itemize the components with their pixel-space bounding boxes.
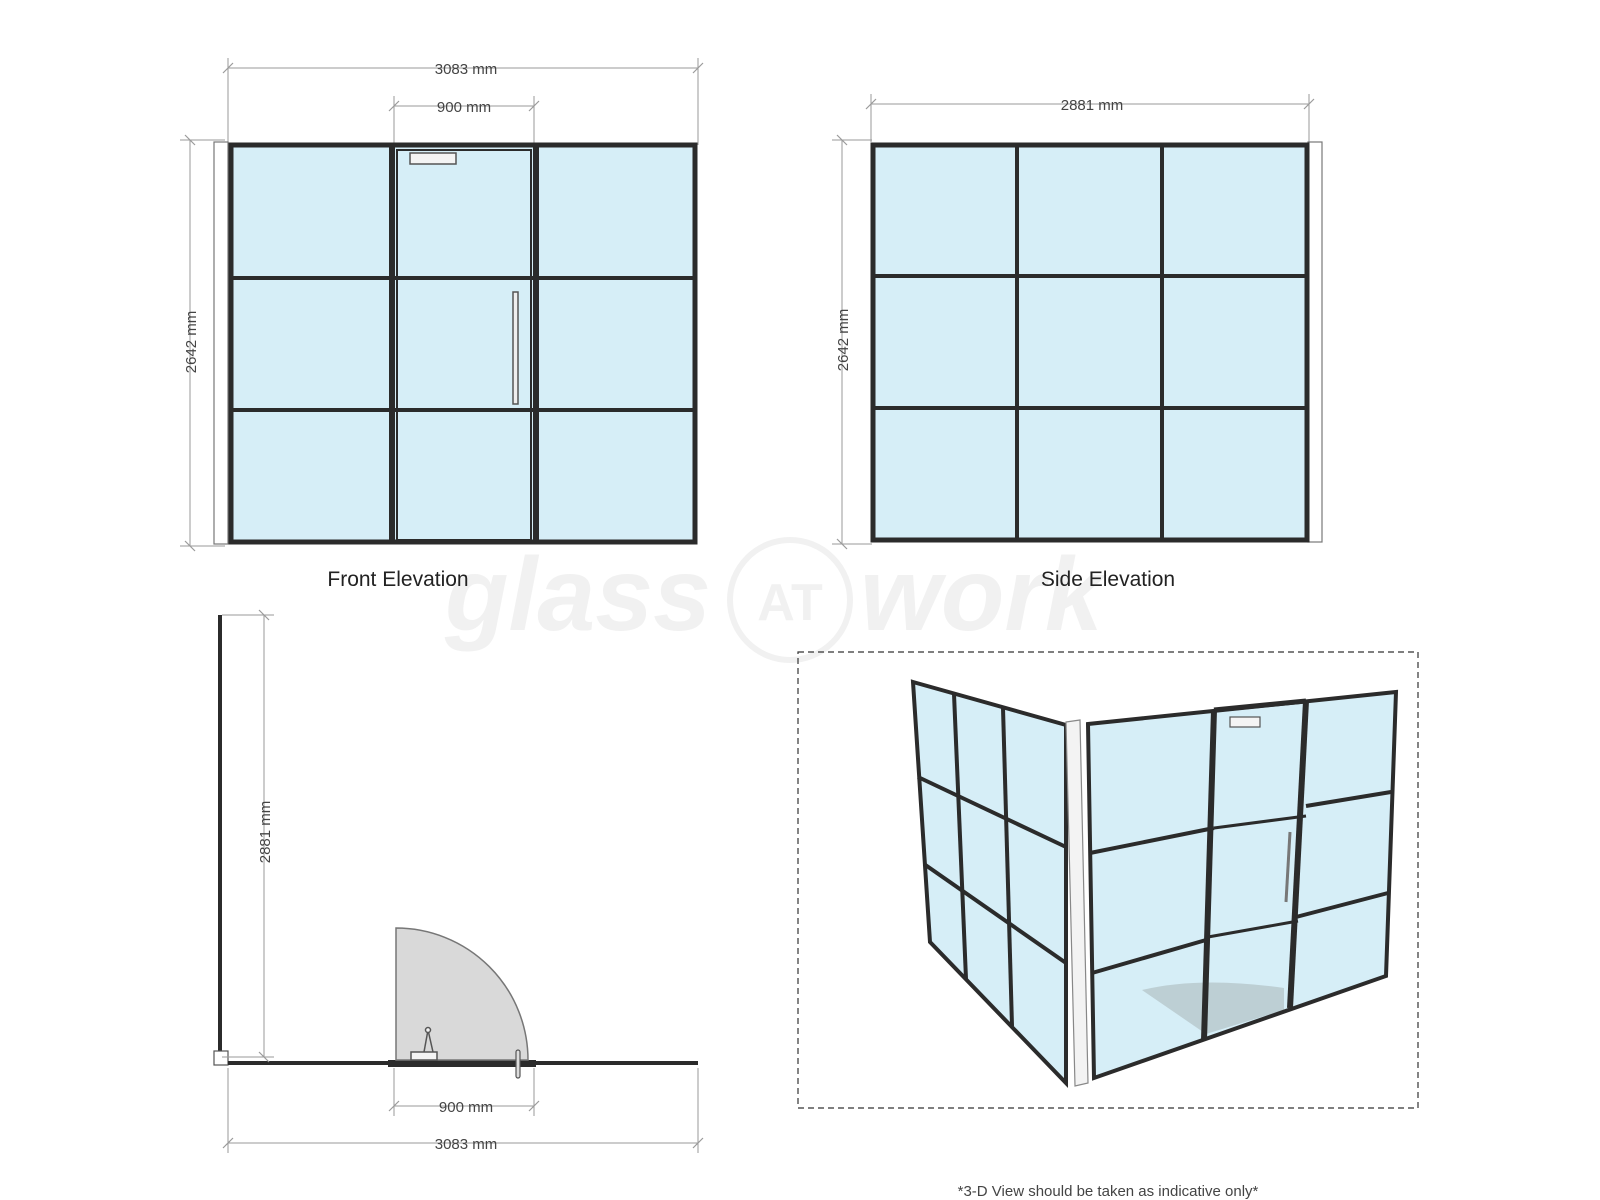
plan-door-closer-icon — [410, 1026, 438, 1061]
front-door-closer — [409, 152, 457, 165]
front-frame — [228, 142, 698, 545]
front-elevation-title: Front Elevation — [327, 568, 468, 591]
plan-view: 2881 mm 900 mm 3083 mm — [213, 609, 704, 1153]
perspective-door-handle — [1284, 831, 1292, 903]
front-door-width-dimension — [388, 96, 540, 145]
side-elevation: 2881 mm 2642 mm Side Elevation — [832, 94, 1323, 591]
front-door-width-label: 900 mm — [437, 99, 491, 116]
perspective-caption: *3-D View should be taken as indicative … — [958, 1183, 1259, 1200]
plan-door-width-label: 900 mm — [439, 1099, 493, 1116]
perspective-side-glass — [913, 682, 1066, 1083]
side-width-dimension — [865, 94, 1315, 142]
side-height-label: 2642 mm — [835, 309, 852, 372]
front-height-dimension — [180, 134, 225, 552]
perspective-front-glass — [1088, 692, 1396, 1078]
side-width-label: 2881 mm — [1061, 97, 1124, 114]
plan-depth-dimension — [222, 609, 274, 1063]
plan-width-label: 3083 mm — [435, 1136, 498, 1153]
perspective-side-frame — [910, 679, 1068, 1088]
plan-width-dimension — [222, 1068, 704, 1153]
perspective-corner-post — [1065, 719, 1089, 1087]
side-frame — [870, 142, 1310, 543]
plan-door-handle — [515, 1049, 521, 1079]
front-door-leaf — [396, 149, 532, 541]
perspective-view: *3-D View should be taken as indicative … — [797, 651, 1419, 1200]
side-elevation-title: Side Elevation — [1041, 568, 1175, 591]
front-width-dimension — [222, 58, 704, 145]
watermark-badge-ring — [727, 537, 853, 663]
plan-depth-label: 2881 mm — [257, 801, 274, 864]
plan-door-swing — [395, 927, 529, 1061]
front-width-label: 3083 mm — [435, 61, 498, 78]
plan-corner-post — [213, 1050, 229, 1066]
watermark-right-text: work — [860, 537, 1108, 653]
front-door-handle — [512, 291, 519, 405]
side-height-dimension — [832, 134, 872, 550]
watermark-badge-text: AT — [757, 574, 823, 632]
plan-door-width-dimension — [388, 1068, 540, 1116]
perspective-dashed-border — [797, 651, 1419, 1109]
perspective-door-closer — [1229, 716, 1261, 728]
front-wall-stub — [213, 141, 229, 545]
watermark-left-text: glass — [444, 537, 711, 653]
plan-door-threshold — [388, 1060, 536, 1067]
perspective-door-shadow — [1142, 982, 1284, 1034]
side-glass — [873, 145, 1307, 540]
perspective-front-frame — [1085, 689, 1399, 1081]
front-glass — [231, 145, 695, 542]
front-height-label: 2642 mm — [183, 311, 200, 374]
front-elevation: 3083 mm 900 mm 2642 mm — [180, 58, 704, 591]
side-wall-stub — [1307, 141, 1323, 543]
watermark: glass AT work — [444, 537, 1108, 663]
